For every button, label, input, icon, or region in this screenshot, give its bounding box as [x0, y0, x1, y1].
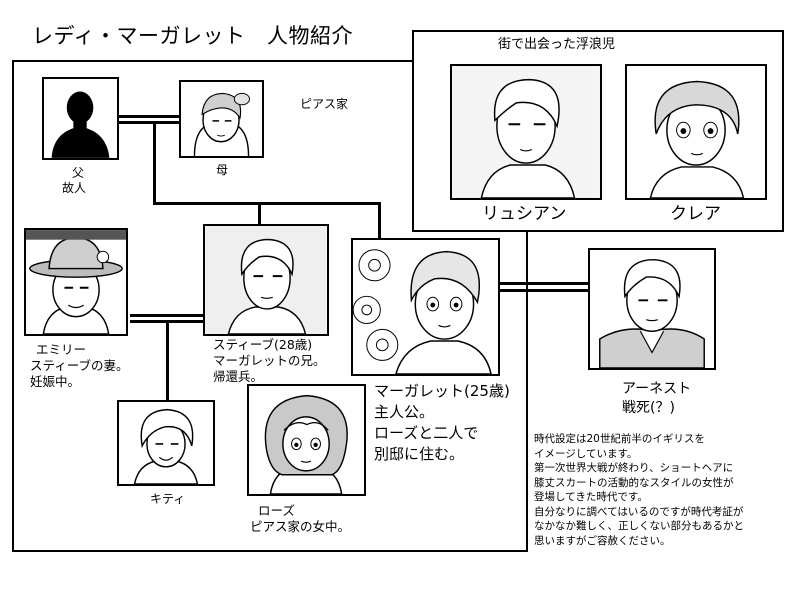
family-frame [12, 60, 528, 552]
silhouette-icon [51, 91, 110, 158]
margaret-portrait [351, 238, 500, 376]
lucien-name: リュシアン [482, 204, 567, 224]
father-role: 父 [72, 166, 85, 180]
margaret-role: 主人公。 [374, 403, 435, 421]
note-line: 自分なりに調べてはいるのですが時代考証が [534, 505, 744, 518]
margaret-caption: マーガレット(25歳) 主人公。 ローズと二人で 別邸に住む。 [374, 381, 510, 465]
setting-note: 時代設定は20世紀前半のイギリスを イメージしています。 第一次世界大戦が終わり… [534, 432, 744, 548]
parents-connector [118, 121, 180, 124]
claire-name: クレア [670, 204, 721, 224]
margaret-drop [378, 202, 381, 238]
father-caption: 父 故人 [62, 166, 86, 196]
emily-caption: エミリー スティーブの妻。 妊娠中。 [24, 342, 129, 390]
margaret-ernest-connector [500, 289, 588, 292]
emily-name: エミリー [36, 342, 87, 357]
note-line: イメージしています。 [534, 447, 638, 460]
parents-connector [118, 115, 180, 118]
margaret-note-1: ローズと二人で [374, 424, 479, 442]
steve-name: スティーブ(28歳) [213, 337, 313, 352]
steve-relation: マーガレットの兄。 [213, 353, 326, 368]
street-children-label: 街で出会った浮浪児 [498, 37, 616, 52]
kitty-portrait [117, 400, 215, 486]
family-label: ピアス家 [300, 97, 349, 111]
kitty-stem [166, 320, 169, 400]
claire-portrait [625, 64, 767, 200]
margaret-note-2: 別邸に住む。 [374, 445, 465, 463]
note-line: なかなか難しく、正しくない部分もあるかと [534, 520, 744, 532]
children-stem [153, 124, 156, 204]
note-line: 第一次世界大戦が終わり、ショートヘアに [534, 462, 734, 474]
ernest-note: 戦死(？) [622, 400, 675, 416]
steve-portrait [203, 224, 329, 336]
children-bar [153, 202, 381, 205]
rose-name: ローズ [258, 503, 295, 518]
margaret-name: マーガレット(25歳) [374, 382, 510, 400]
emily-steve-connector [130, 314, 204, 317]
mother-portrait [179, 80, 264, 158]
note-line: 思いますがご容赦ください。 [534, 534, 671, 547]
mother-caption: 母 [216, 163, 229, 177]
note-line: 膝丈スカートの活動的なスタイルの女性が [534, 476, 734, 489]
ernest-name: アーネスト [622, 381, 692, 397]
note-line: 登場してきた時代です。 [534, 491, 648, 503]
emily-portrait [24, 228, 128, 336]
steve-caption: スティーブ(28歳) マーガレットの兄。 帰還兵。 [213, 337, 326, 385]
page-title: レディ・マーガレット 人物紹介 [32, 24, 354, 48]
steve-drop [258, 202, 261, 224]
note-line: 時代設定は20世紀前半のイギリスを [534, 433, 705, 445]
margaret-ernest-connector [500, 282, 588, 285]
father-note: 故人 [62, 181, 87, 195]
father-portrait [42, 77, 119, 160]
steve-note: 帰還兵。 [213, 369, 264, 384]
emily-note: 妊娠中。 [30, 374, 81, 389]
rose-note: ピアス家の女中。 [250, 519, 351, 534]
kitty-caption: キティ [150, 492, 186, 506]
emily-relation: スティーブの妻。 [30, 358, 129, 373]
rose-caption: ローズ ピアス家の女中。 [250, 503, 350, 535]
ernest-caption: アーネスト 戦死(？) [622, 380, 691, 418]
rose-portrait [247, 384, 366, 496]
ernest-portrait [588, 248, 716, 370]
lucien-portrait [450, 64, 602, 200]
